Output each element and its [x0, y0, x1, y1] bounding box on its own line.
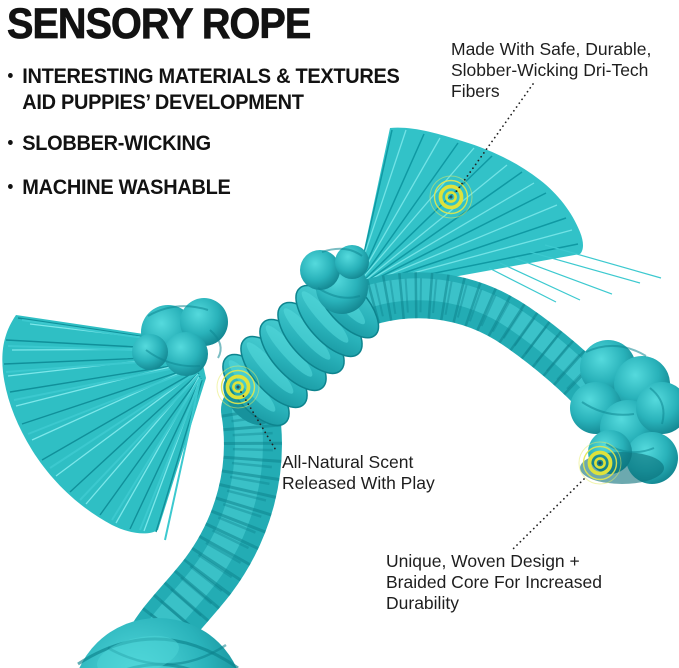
target-icon-durability	[578, 441, 622, 485]
header-block: SENSORY ROPE INTERESTING MATERIALS & TEX…	[7, 0, 400, 199]
target-icon-fibers	[429, 175, 473, 219]
target-icon-scent	[216, 365, 260, 409]
callout-line-durability	[512, 478, 585, 550]
page-title: SENSORY ROPE	[7, 0, 312, 48]
rope-top-knot	[300, 245, 369, 314]
rope-toy-illustration	[2, 127, 679, 668]
rope-left-knot	[132, 298, 228, 376]
bullet-dot-icon	[8, 140, 13, 145]
feature-bullet-slobber: SLOBBER-WICKING	[8, 131, 211, 157]
callout-line-fibers	[455, 83, 534, 193]
bullet-dot-icon	[8, 184, 13, 189]
feature-bullet-materials: INTERESTING MATERIALS & TEXTURES AID PUP…	[8, 64, 400, 116]
callout-durability: Unique, Woven Design + Braided Core For …	[386, 551, 602, 613]
bullet-text: SLOBBER-WICKING	[22, 132, 211, 155]
callout-fibers: Made With Safe, Durable, Slobber-Wicking…	[451, 39, 652, 101]
rope-bottom-knot	[77, 618, 239, 668]
rope-left-tassel	[2, 315, 206, 541]
bullet-text: MACHINE WASHABLE	[22, 176, 231, 199]
feature-bullet-washable: MACHINE WASHABLE	[8, 175, 231, 201]
rope-arch-segment	[335, 272, 623, 421]
bullet-dot-icon	[8, 73, 13, 78]
callout-scent: All-Natural Scent Released With Play	[282, 452, 435, 493]
bullet-text: INTERESTING MATERIALS & TEXTURES AID PUP…	[22, 65, 400, 114]
rope-top-tassel	[356, 127, 662, 303]
rope-right-knot	[570, 340, 679, 484]
